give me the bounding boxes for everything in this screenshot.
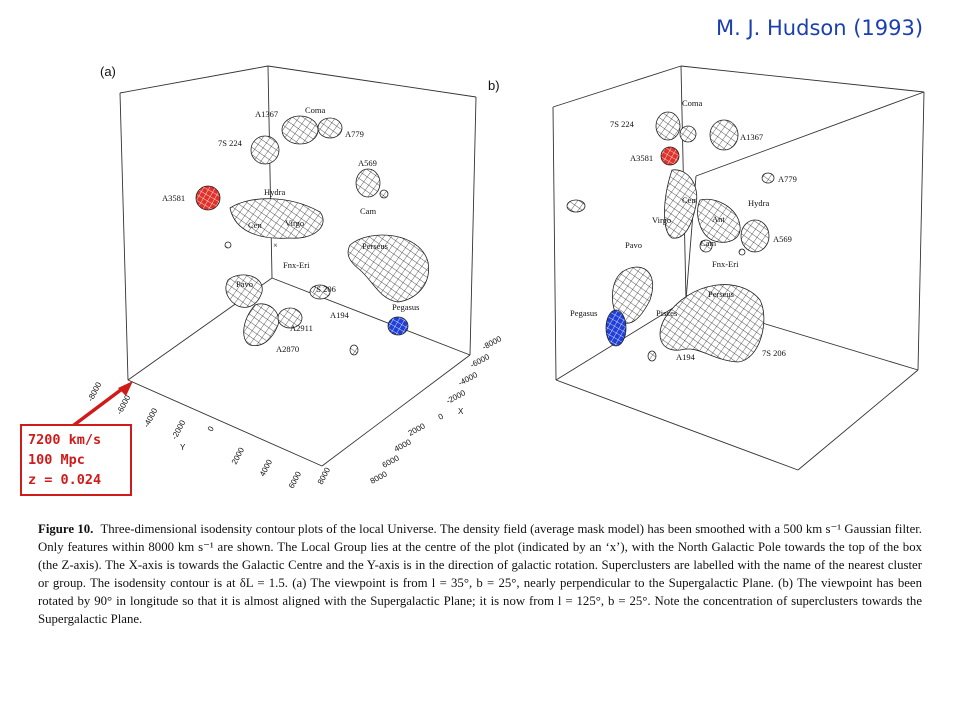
panel-a-label: (a) [100, 64, 116, 79]
panel-a-labels: Coma A1367 A779 7S 224 A569 A3581 Hydra … [162, 105, 419, 354]
y-tick: -8000 [86, 380, 104, 403]
scale-redshift: z = 0.024 [28, 472, 102, 488]
panel-a-box [119, 65, 477, 467]
panel-b-label: b) [488, 78, 500, 93]
label-pavo-b: Pavo [625, 240, 642, 250]
y-tick: -6000 [115, 393, 133, 416]
label-hydra-a: Hydra [264, 187, 285, 197]
panel-b-box [552, 65, 925, 471]
label-7s224-a: 7S 224 [218, 138, 243, 148]
label-coma-b: Coma [682, 98, 703, 108]
label-7s224-b: 7S 224 [610, 119, 635, 129]
y-axis-name: Y [180, 443, 186, 452]
label-7s206-b: 7S 206 [762, 348, 786, 358]
x-tick: -8000 [481, 334, 504, 352]
label-a779-b: A779 [778, 174, 797, 184]
x-tick: -2000 [445, 388, 468, 406]
y-tick: 0 [206, 424, 216, 433]
label-pegasus-b: Pegasus [570, 308, 597, 318]
y-tick: -2000 [170, 418, 188, 441]
x-tick: 4000 [393, 437, 413, 454]
panel-b-structures [566, 111, 775, 363]
label-ant-b: Ant [712, 214, 725, 224]
panel-b-labels: Coma 7S 224 A1367 A3581 A779 Cen Hydra V… [570, 98, 797, 362]
figure-plots: Coma A1367 A779 7S 224 A569 A3581 Hydra … [68, 65, 925, 490]
label-a2911-a: A2911 [290, 323, 313, 333]
figure-number: Figure 10. [38, 522, 94, 536]
label-cen-b: Cen [682, 195, 696, 205]
x-tick: 8000 [369, 469, 389, 486]
label-a194-a: A194 [330, 310, 350, 320]
x-axis-name: X [458, 407, 464, 416]
x-tick: 0 [437, 411, 446, 421]
label-cam-a: Cam [360, 206, 376, 216]
label-virgo-b: Virgo [652, 215, 671, 225]
x-tick: 6000 [381, 453, 401, 470]
label-perseus-b: Perseus [708, 289, 734, 299]
author-credit: M. J. Hudson (1993) [716, 16, 924, 40]
x-tick: -6000 [469, 352, 492, 370]
y-tick: 4000 [258, 458, 275, 478]
label-a569-b: A569 [773, 234, 792, 244]
y-tick: 8000 [316, 466, 333, 486]
figure-caption: Figure 10. Three-dimensional isodensity … [38, 520, 922, 628]
x-tick: 2000 [407, 421, 427, 438]
label-hydra-b: Hydra [748, 198, 769, 208]
label-a194-b: A194 [676, 352, 696, 362]
scale-arrow [68, 381, 133, 430]
local-group-marker-a: × [273, 240, 278, 250]
label-a779-a: A779 [345, 129, 364, 139]
label-pavo-a: Pavo [236, 279, 253, 289]
label-a3581-a: A3581 [162, 193, 185, 203]
label-a1367-a: A1367 [255, 109, 278, 119]
label-fnx-eri-a: Fnx-Eri [283, 260, 310, 270]
label-cam-b: Cam [700, 238, 716, 248]
x-tick: -4000 [457, 370, 480, 388]
label-a569-a: A569 [358, 158, 377, 168]
scale-distance: 100 Mpc [28, 452, 85, 468]
label-perseus-a: Perseus [362, 241, 388, 251]
label-pisces-b: Pisces [656, 308, 677, 318]
y-tick: -4000 [142, 406, 160, 429]
label-pegasus-a: Pegasus [392, 302, 419, 312]
y-tick: 6000 [287, 470, 304, 490]
label-virgo-a: Virgo [285, 218, 304, 228]
scale-legend-box: 7200 km/s 100 Mpc z = 0.024 [20, 424, 132, 496]
label-a2870-a: A2870 [276, 344, 299, 354]
label-a3581-b: A3581 [630, 153, 653, 163]
label-a1367-b: A1367 [740, 132, 763, 142]
label-7s206-a: 7S 206 [312, 284, 336, 294]
scale-velocity: 7200 km/s [28, 432, 102, 448]
label-fnx-eri-b: Fnx-Eri [712, 259, 739, 269]
panel-a-x-axis: -8000 -6000 -4000 -2000 0 2000 4000 6000… [369, 334, 504, 486]
caption-text: Three-dimensional isodensity contour plo… [38, 522, 923, 626]
label-cen-a: Cen [248, 220, 262, 230]
panel-a-structures [195, 115, 429, 356]
label-coma-a: Coma [305, 105, 326, 115]
y-tick: 2000 [230, 446, 247, 466]
